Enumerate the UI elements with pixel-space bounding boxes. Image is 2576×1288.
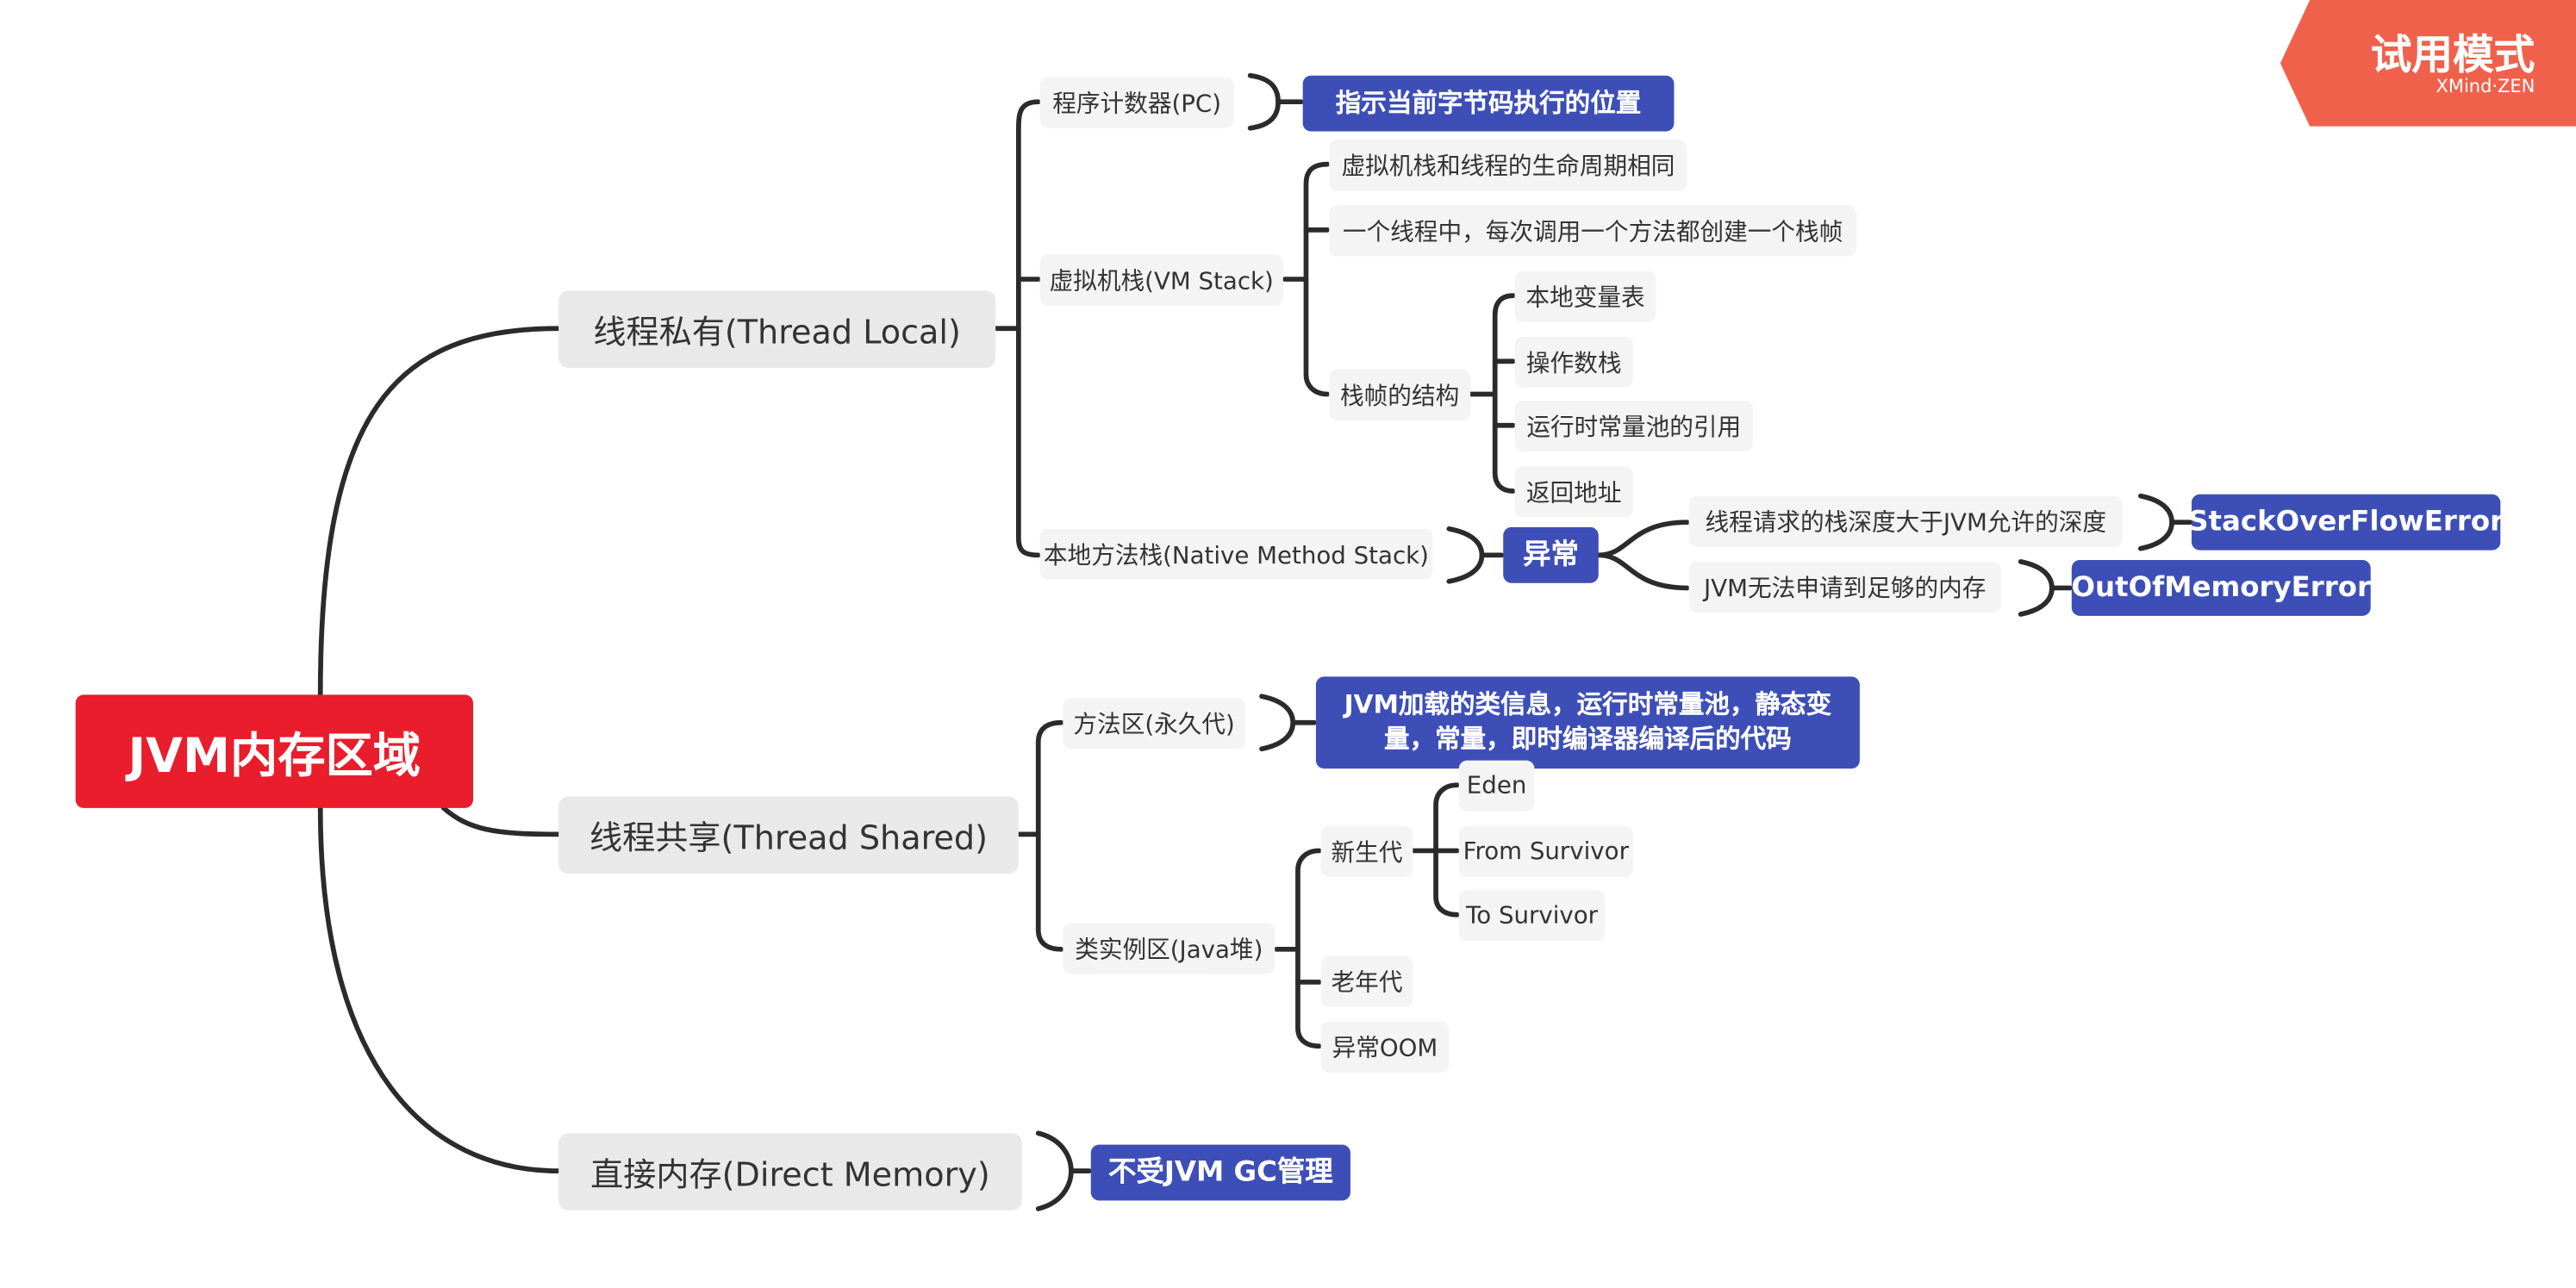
root-topic[interactable]: JVM内存区域 (75, 694, 473, 808)
vm-stack-item-1[interactable]: 虚拟机栈和线程的生命周期相同 (1329, 140, 1687, 191)
frame-item-2[interactable]: 操作数栈 (1514, 336, 1633, 388)
frame-item-4[interactable]: 返回地址 (1514, 466, 1633, 518)
topic-thread-local[interactable]: 线程私有(Thread Local) (558, 290, 996, 368)
vm-stack-item-2[interactable]: 一个线程中，每次调用一个方法都创建一个栈帧 (1329, 205, 1857, 257)
young-eden[interactable]: Eden (1458, 760, 1535, 812)
error-outofmemory[interactable]: OutOfMemoryError (2072, 560, 2371, 616)
subtopic-stack-frame[interactable]: 栈帧的结构 (1329, 369, 1471, 420)
subtopic-vm-stack[interactable]: 虚拟机栈(VM Stack) (1039, 254, 1283, 306)
subtopic-native-stack[interactable]: 本地方法栈(Native Method Stack) (1039, 528, 1433, 580)
trial-mode-badge[interactable]: 试用模式 XMind·ZEN (2280, 0, 2576, 127)
heap-young[interactable]: 新生代 (1320, 825, 1413, 877)
frame-item-1[interactable]: 本地变量表 (1514, 271, 1656, 322)
exception-badge[interactable]: 异常 (1503, 526, 1599, 583)
xmind-brand-label: XMind·ZEN (2436, 75, 2535, 97)
note-pc[interactable]: 指示当前字节码执行的位置 (1302, 75, 1675, 132)
exception-case-2[interactable]: JVM无法申请到足够的内存 (1688, 561, 2001, 613)
subtopic-heap[interactable]: 类实例区(Java堆) (1063, 923, 1276, 974)
subtopic-method-area[interactable]: 方法区(永久代) (1063, 698, 1245, 750)
young-from-survivor[interactable]: From Survivor (1458, 825, 1633, 877)
heap-oom[interactable]: 异常OOM (1320, 1021, 1450, 1073)
topic-direct-memory[interactable]: 直接内存(Direct Memory) (558, 1133, 1022, 1210)
note-method-area[interactable]: JVM加载的类信息，运行时常量池，静态变量，常量，即时编译器编译后的代码 (1315, 676, 1860, 769)
trial-mode-label: 试用模式 (2370, 31, 2535, 79)
young-to-survivor[interactable]: To Survivor (1458, 890, 1606, 942)
error-stackoverflow[interactable]: StackOverFlowError (2188, 494, 2504, 551)
frame-item-3[interactable]: 运行时常量池的引用 (1514, 401, 1753, 452)
topic-thread-shared[interactable]: 线程共享(Thread Shared) (558, 796, 1019, 874)
note-direct-memory[interactable]: 不受JVM GC管理 (1090, 1144, 1350, 1201)
subtopic-pc[interactable]: 程序计数器(PC) (1039, 77, 1234, 128)
exception-case-1[interactable]: 线程请求的栈深度大于JVM允许的深度 (1688, 495, 2123, 547)
heap-old[interactable]: 老年代 (1320, 955, 1413, 1007)
